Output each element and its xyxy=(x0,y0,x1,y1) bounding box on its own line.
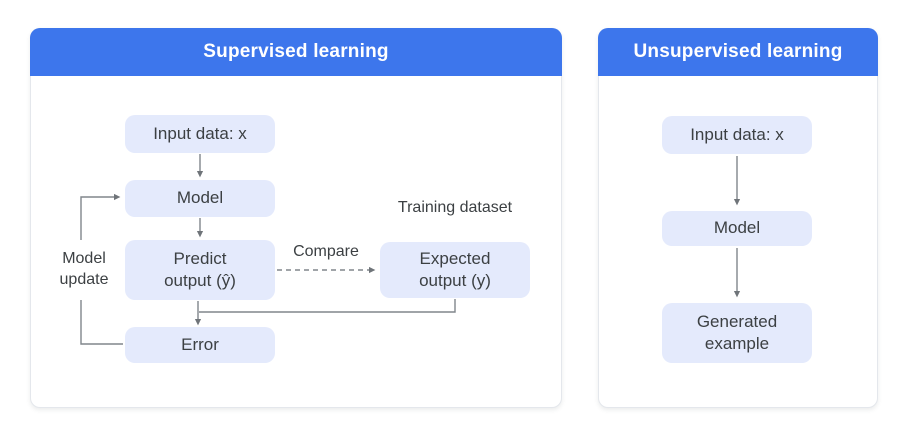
node-generated-example-line2: example xyxy=(704,334,770,353)
label-model-update-line1: Model xyxy=(62,250,106,267)
panel-unsupervised: Unsupervised learning xyxy=(598,28,878,408)
node-expected-output-line2: output (y) xyxy=(419,271,491,290)
label-model-update: Model update xyxy=(52,249,116,291)
node-expected-output: Expected output (y) xyxy=(380,242,530,298)
node-generated-example: Generated example xyxy=(662,303,812,363)
node-input-data-unsupervised: Input data: x xyxy=(662,116,812,154)
node-generated-example-line1: Generated xyxy=(696,311,778,331)
label-training-dataset: Training dataset xyxy=(397,199,513,216)
label-model-update-line2: update xyxy=(59,270,109,288)
node-input-data-supervised: Input data: x xyxy=(125,115,275,153)
node-error: Error xyxy=(125,327,275,363)
node-predict-output-line1: Predict xyxy=(173,248,227,268)
panel-unsupervised-header: Unsupervised learning xyxy=(598,28,878,76)
label-compare: Compare xyxy=(293,243,359,260)
node-model-unsupervised: Model xyxy=(662,211,812,246)
node-model-supervised: Model xyxy=(125,180,275,217)
node-expected-output-line1: Expected xyxy=(419,248,491,268)
panel-supervised-header: Supervised learning xyxy=(30,28,562,76)
node-predict-output-line2: output (ŷ) xyxy=(164,271,236,290)
node-predict-output: Predict output (ŷ) xyxy=(125,240,275,300)
